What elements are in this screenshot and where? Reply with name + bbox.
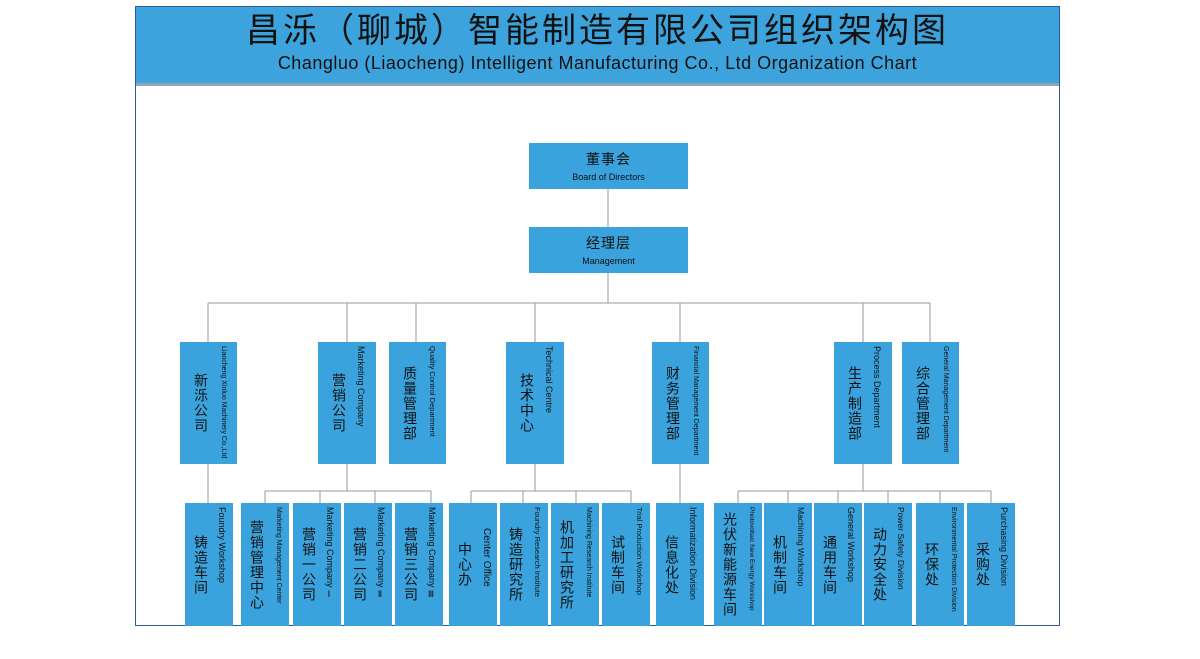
box-label-en: Machining Workshop: [796, 507, 806, 587]
box-label-zh: 动力安全处: [871, 527, 887, 602]
box-label-zh: 试制车间: [609, 534, 625, 595]
box-label-zh: 信息化处: [663, 534, 679, 595]
box-label-en: General Management Department: [942, 346, 949, 453]
box-label-zh: 通用车间: [821, 534, 837, 595]
dept-box-production: 生产制造部 Process Department: [834, 342, 892, 464]
box-label-zh: 环保处: [923, 542, 939, 587]
box-label-zh: 营销三公司: [402, 527, 418, 602]
dept-box-technical: 技术中心 Technical Centre: [506, 342, 564, 464]
box-label-zh: 机加工研究所: [558, 519, 574, 610]
box-label-zh: 经理层: [586, 236, 631, 252]
box-label-en: Management: [582, 256, 635, 266]
box-label-en: Quality Control Department: [428, 346, 437, 437]
unit-box-photovoltaic-workshop: 光伏新能源车间 Photovoltaic New Energy Workshop: [714, 503, 762, 626]
unit-box-machining-workshop: 机制车间 Machining Workshop: [764, 503, 812, 626]
chart-title-en: Changluo (Liaocheng) Intelligent Manufac…: [277, 53, 918, 73]
unit-box-marketing-company-2: 营销二公司 Marketing Company Ⅱ: [344, 503, 392, 626]
box-label-en: Marketing Company Ⅰ: [325, 507, 335, 601]
box-label-zh: 采购处: [974, 542, 990, 587]
dept-box-general-management: 综合管理部 General Management Department: [902, 342, 959, 464]
box-label-zh: 营销一公司: [300, 527, 316, 602]
box-label-zh: 综合管理部: [914, 365, 930, 441]
box-label-zh: 机制车间: [771, 534, 787, 595]
dept-box-marketing: 营销公司 Marketing Company: [318, 342, 376, 464]
dept-box-finance: 财务管理部 Financial Management Department: [652, 342, 709, 464]
box-label-en: Photovoltaic New Energy Workshop: [748, 507, 755, 611]
unit-box-informatization-division: 信息化处 Informatization Division: [656, 503, 704, 626]
unit-box-marketing-company-1: 营销一公司 Marketing Company Ⅰ: [293, 503, 341, 626]
box-label-en: Machining Research Institute: [585, 507, 592, 598]
box-label-en: Power Safety Division: [896, 507, 906, 590]
title-banner: 昌泺（聊城）智能制造有限公司组织架构图 Changluo (Liaocheng)…: [136, 7, 1059, 86]
unit-box-center-office: 中心办 Center Office: [449, 503, 497, 626]
box-label-zh: 质量管理部: [401, 365, 417, 441]
box-label-zh: 董事会: [586, 152, 631, 168]
unit-box-foundry-research-institute: 铸造研究所 Foundry Research Institute: [500, 503, 548, 626]
unit-box-general-workshop: 通用车间 General Workshop: [814, 503, 862, 626]
unit-box-environmental-protection-division: 环保处 Environmental Protection Division: [916, 503, 964, 626]
box-label-en: Marketing Company Ⅲ: [427, 507, 437, 601]
box-label-en: General Workshop: [846, 507, 856, 582]
unit-box-foundry-workshop: 铸造车间 Foundry Workshop: [185, 503, 233, 626]
unit-box-power-safety-division: 动力安全处 Power Safety Division: [864, 503, 912, 626]
box-label-zh: 营销二公司: [351, 527, 367, 602]
box-label-zh: 光伏新能源车间: [721, 512, 737, 617]
unit-box-marketing-management-center: 营销管理中心 Marketing Management Center: [241, 503, 289, 626]
box-label-zh: 新泺公司: [192, 373, 208, 433]
unit-box-marketing-company-3: 营销三公司 Marketing Company Ⅲ: [395, 503, 443, 626]
box-label-en: Marketing Company: [356, 346, 366, 427]
box-label-en: Foundry Research Institute: [533, 507, 542, 598]
box-label-zh: 技术中心: [518, 373, 534, 433]
box-label-zh: 中心办: [456, 542, 472, 587]
board-of-directors-box: 董事会 Board of Directors: [529, 143, 688, 189]
box-label-en: Environmental Protection Division: [950, 507, 957, 612]
dept-box-xinluo: 新泺公司 Liaocheng Xinluo Machinery Co.,Ltd: [180, 342, 237, 464]
dept-box-quality: 质量管理部 Quality Control Department: [389, 342, 446, 464]
box-label-en: Process Department: [872, 346, 882, 429]
box-label-en: Purchasing Division: [999, 507, 1009, 587]
box-label-zh: 铸造研究所: [507, 527, 523, 602]
box-label-en: Marketing Company Ⅱ: [376, 507, 386, 601]
box-label-en: Informatization Division: [688, 507, 698, 601]
box-label-zh: 财务管理部: [664, 365, 680, 441]
box-label-en: Liaocheng Xinluo Machinery Co.,Ltd: [220, 346, 227, 459]
box-label-en: Board of Directors: [572, 172, 645, 182]
box-label-en: Marketing Management Center: [275, 507, 282, 604]
box-label-zh: 生产制造部: [846, 365, 862, 441]
box-label-en: Technical Centre: [544, 346, 554, 414]
box-label-en: Center Office: [481, 528, 492, 587]
unit-box-purchasing-division: 采购处 Purchasing Division: [967, 503, 1015, 626]
box-label-zh: 营销管理中心: [248, 519, 264, 610]
chart-title-zh: 昌泺（聊城）智能制造有限公司组织架构图: [246, 11, 949, 51]
unit-box-trial-production-workshop: 试制车间 Trial Production Workshop: [602, 503, 650, 626]
box-label-zh: 营销公司: [330, 373, 346, 433]
box-label-en: Financial Management Department: [692, 346, 699, 456]
management-box: 经理层 Management: [529, 227, 688, 273]
unit-box-machining-research-institute: 机加工研究所 Machining Research Institute: [551, 503, 599, 626]
box-label-en: Foundry Workshop: [217, 507, 227, 583]
box-label-zh: 铸造车间: [192, 534, 208, 595]
box-label-en: Trial Production Workshop: [635, 507, 644, 595]
